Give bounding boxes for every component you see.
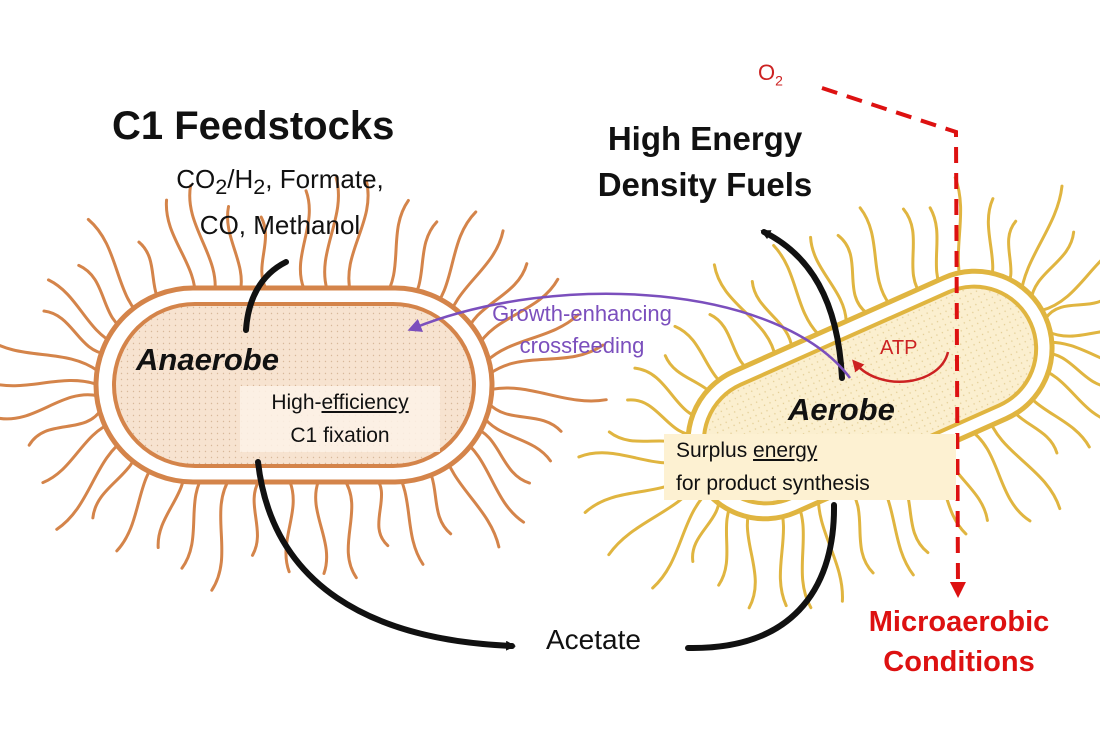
feedstocks-list: CO2/H2, Formate, CO, Methanol: [140, 160, 420, 244]
co2-subscript: 2: [215, 174, 228, 200]
flagellum: [298, 189, 311, 290]
aerobe-desc-line-1: Surplus energy: [676, 434, 956, 467]
flagellum: [489, 343, 605, 375]
h2-subscript: 2: [253, 174, 266, 200]
flagellum: [901, 207, 925, 299]
flagellum: [41, 421, 114, 485]
aerobe-description: Surplus energy for product synthesis: [664, 434, 956, 500]
flagellum: [0, 393, 99, 421]
flagellum: [484, 313, 580, 364]
feedstocks-line-2: CO, Methanol: [199, 210, 361, 241]
flagellum: [46, 278, 117, 346]
feedstocks-title: C1 Feedstocks: [112, 104, 395, 148]
flagellum: [371, 472, 390, 548]
anaerobe-desc-line-1: High-efficiency: [240, 386, 440, 419]
microaerobic-label: Microaerobic Conditions: [848, 602, 1070, 682]
h2-text: /H: [227, 164, 254, 194]
atp-label: ATP: [880, 337, 918, 359]
flagellum: [1045, 340, 1100, 360]
flagellum: [1019, 184, 1064, 298]
crossfeeding-line-2: crossfeeding: [519, 333, 645, 358]
aerobe-desc-line-2: for product synthesis: [676, 472, 870, 495]
flagellum: [314, 479, 329, 576]
aerobe-desc-prefix: Surplus: [676, 439, 754, 462]
anaerobe-desc-prefix: High-: [271, 391, 322, 414]
flagellum: [470, 425, 531, 485]
flagellum: [188, 184, 217, 298]
feedstock-intake-arrow: [243, 259, 289, 333]
flagellum: [1044, 299, 1100, 320]
atp-arrow: [852, 351, 950, 383]
flagellum: [836, 233, 869, 315]
flagellum: [651, 488, 712, 590]
fuels-title-line-2: Density Fuels: [597, 166, 813, 203]
oxygen-text: O: [758, 60, 776, 85]
flagellum: [858, 206, 892, 307]
flagellum: [986, 413, 1062, 511]
microaerobic-line-2: Conditions: [883, 646, 1035, 678]
flagellum: [0, 343, 100, 373]
flagellum: [480, 413, 552, 463]
anaerobe-description: High-efficiency C1 fixation: [240, 386, 440, 452]
feedstocks-line-1: CO2/H2, Formate,: [140, 160, 420, 206]
crossfeeding-label: Growth-enhancing crossfeeding: [466, 298, 698, 362]
flagellum: [750, 279, 794, 351]
co2-text: CO: [176, 164, 216, 194]
acetate-output-arrow: [255, 459, 516, 651]
flagellum: [966, 427, 1032, 523]
flagellum: [772, 244, 820, 336]
flagellum: [347, 180, 370, 294]
flagellum: [250, 478, 261, 557]
flagellum: [0, 379, 98, 388]
fuel-output-arrow: [760, 229, 845, 381]
flagellum: [284, 480, 295, 574]
aerobe-title: Aerobe: [788, 392, 895, 427]
formate-text: , Formate,: [265, 164, 384, 194]
flagellum: [1040, 259, 1100, 312]
fuels-title-line-1: High Energy: [607, 120, 803, 157]
flagellum: [475, 277, 560, 350]
flagellum: [210, 475, 233, 592]
fuels-title: High Energy Density Fuels: [570, 116, 840, 208]
flagellum: [809, 235, 848, 323]
acetate-uptake-arrow: [685, 502, 838, 652]
anaerobe-desc-line-2: C1 fixation: [290, 424, 390, 447]
microaerobic-line-1: Microaerobic: [868, 606, 1050, 638]
oxygen-label: O2: [758, 60, 783, 88]
flagellum: [180, 470, 208, 570]
flagellum: [1046, 330, 1100, 338]
aerobe-desc-underlined: energy: [753, 439, 818, 462]
flagellum: [27, 406, 104, 447]
acetate-label: Acetate: [546, 624, 641, 655]
flagellum: [487, 401, 563, 433]
crossfeeding-line-1: Growth-enhancing: [492, 301, 672, 326]
flagellum: [1029, 230, 1076, 303]
anaerobe-title: Anaerobe: [136, 342, 279, 377]
oxygen-subscript: 2: [775, 72, 783, 89]
crossfeeding-arrow: [407, 292, 851, 379]
flagellum: [323, 176, 340, 291]
anaerobe-desc-underlined: efficiency: [321, 391, 409, 414]
flagellum: [226, 204, 243, 294]
flagellum: [490, 386, 608, 403]
oxygen-supply-arrow: [821, 86, 966, 598]
flagellum: [342, 477, 358, 580]
flagellum: [42, 309, 108, 356]
